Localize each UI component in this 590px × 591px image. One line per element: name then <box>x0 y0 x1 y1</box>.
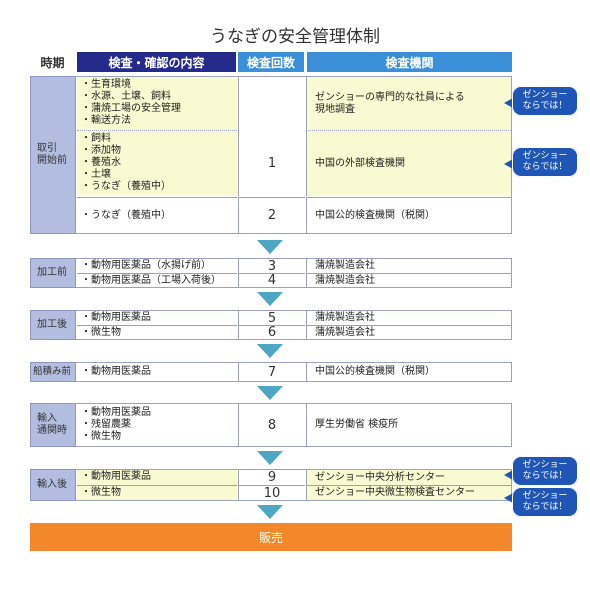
callout-tail <box>504 470 513 480</box>
pre-trade-row3-num: 2 <box>238 197 305 233</box>
post-import-row2-content: 微生物 <box>77 485 237 500</box>
callout-tail <box>504 159 513 169</box>
list-item: うなぎ（養殖中） <box>81 210 171 222</box>
list-item: 微生物 <box>81 487 233 499</box>
list-item: 輸送方法 <box>81 115 233 127</box>
post-import-period: 輸入後 <box>30 469 76 501</box>
list-item: 残留農薬 <box>81 419 233 431</box>
flow-arrow <box>257 292 283 306</box>
chart-title: うなぎの安全管理体制 <box>210 27 380 47</box>
post-processing-row2-org: 蒲焼製造会社 <box>306 325 511 339</box>
post-import-row1-org: ゼンショー中央分析センター <box>306 470 511 485</box>
before-shipping-period: 船積み前 <box>30 362 76 382</box>
pre-trade-row2-org: 中国の外部検査機関 <box>306 130 511 196</box>
list-item: 飼料 <box>81 133 233 145</box>
pre-trade-row3-content: うなぎ（養殖中） <box>77 197 237 233</box>
pre-trade-row3-org: 中国公的検査機関（税関） <box>306 197 511 233</box>
import-clearance-content: 動物用医薬品 残留農薬 微生物 <box>77 404 237 446</box>
callout-tail <box>504 98 513 108</box>
pre-trade-period: 取引 開始前 <box>30 76 76 234</box>
list-item: 動物用医薬品 <box>81 407 233 419</box>
post-import-row1-content: 動物用医薬品 <box>77 470 237 485</box>
pre-trade-row1-org: ゼンショーの専門的な社員による 現地調査 <box>306 77 511 130</box>
post-import-row2-org: ゼンショー中央微生物検査センター <box>306 485 511 500</box>
pre-processing-row2-content: 動物用医薬品（工場入荷後） <box>77 273 237 287</box>
list-item: 土壌 <box>81 169 233 181</box>
pre-processing-row1-content: 動物用医薬品（水揚げ前） <box>77 259 237 273</box>
header-organization: 検査機関 <box>307 52 512 72</box>
list-item: 養殖水 <box>81 157 233 169</box>
post-processing-row2-num: 6 <box>238 325 305 340</box>
post-processing-row1-content: 動物用医薬品 <box>77 311 237 325</box>
before-shipping-num: 7 <box>238 363 305 381</box>
pre-processing-row2-org: 蒲焼製造会社 <box>306 273 511 287</box>
header-number: 検査回数 <box>238 52 304 72</box>
pre-trade-row1-content: 生育環境 水源、土壌、飼料 蒲焼工場の安全管理 輸送方法 <box>77 77 237 130</box>
list-item: うなぎ（養殖中） <box>81 181 233 193</box>
list-item: 蒲焼工場の安全管理 <box>81 103 233 115</box>
list-item: 水源、土壌、飼料 <box>81 91 233 103</box>
flow-arrow <box>257 344 283 358</box>
post-processing-row1-org: 蒲焼製造会社 <box>306 311 511 325</box>
pre-trade-row2-num: 1 <box>238 130 305 196</box>
list-item: 添加物 <box>81 145 233 157</box>
list-item: 微生物 <box>81 431 233 443</box>
pre-processing-row1-org: 蒲焼製造会社 <box>306 259 511 273</box>
pre-processing-row1-num: 3 <box>238 259 305 274</box>
import-clearance-period: 輸入 通関時 <box>30 403 76 447</box>
flow-arrow <box>257 451 283 465</box>
post-processing-row1-num: 5 <box>238 311 305 326</box>
pre-processing-row2-num: 4 <box>238 273 305 288</box>
zensho-callout: ゼンショー ならでは！ <box>512 456 578 486</box>
post-processing-row2-content: 微生物 <box>77 325 237 339</box>
pre-processing-period: 加工前 <box>30 258 76 288</box>
sale-bar: 販売 <box>30 523 512 551</box>
list-item: 動物用医薬品 <box>81 366 151 378</box>
post-import-row1-num: 9 <box>238 470 305 485</box>
pre-trade-row2-content: 飼料 添加物 養殖水 土壌 うなぎ（養殖中） <box>77 130 237 196</box>
list-item: 動物用医薬品（水揚げ前） <box>81 260 233 272</box>
header-content: 検査・確認の内容 <box>77 52 236 72</box>
list-item: 動物用医薬品（工場入荷後） <box>81 275 233 287</box>
post-processing-period: 加工後 <box>30 310 76 340</box>
list-item: 微生物 <box>81 327 233 339</box>
import-clearance-num: 8 <box>238 404 305 446</box>
header-period: 時期 <box>40 55 65 70</box>
list-item: 動物用医薬品 <box>81 471 233 483</box>
zensho-callout: ゼンショー ならでは！ <box>512 487 578 517</box>
list-item: 動物用医薬品 <box>81 312 233 324</box>
before-shipping-org: 中国公的検査機関（税関） <box>306 363 511 381</box>
flow-arrow <box>257 386 283 400</box>
before-shipping-content: 動物用医薬品 <box>77 363 237 381</box>
flow-arrow <box>257 505 283 519</box>
post-import-row2-num: 10 <box>238 485 305 501</box>
callout-tail <box>504 493 513 503</box>
import-clearance-org: 厚生労働省 検疫所 <box>306 404 511 446</box>
zensho-callout: ゼンショー ならでは！ <box>512 86 578 116</box>
pre-trade-row1-num <box>238 77 305 130</box>
list-item: 生育環境 <box>81 79 233 91</box>
flow-arrow <box>257 240 283 254</box>
zensho-callout: ゼンショー ならでは！ <box>512 147 578 177</box>
